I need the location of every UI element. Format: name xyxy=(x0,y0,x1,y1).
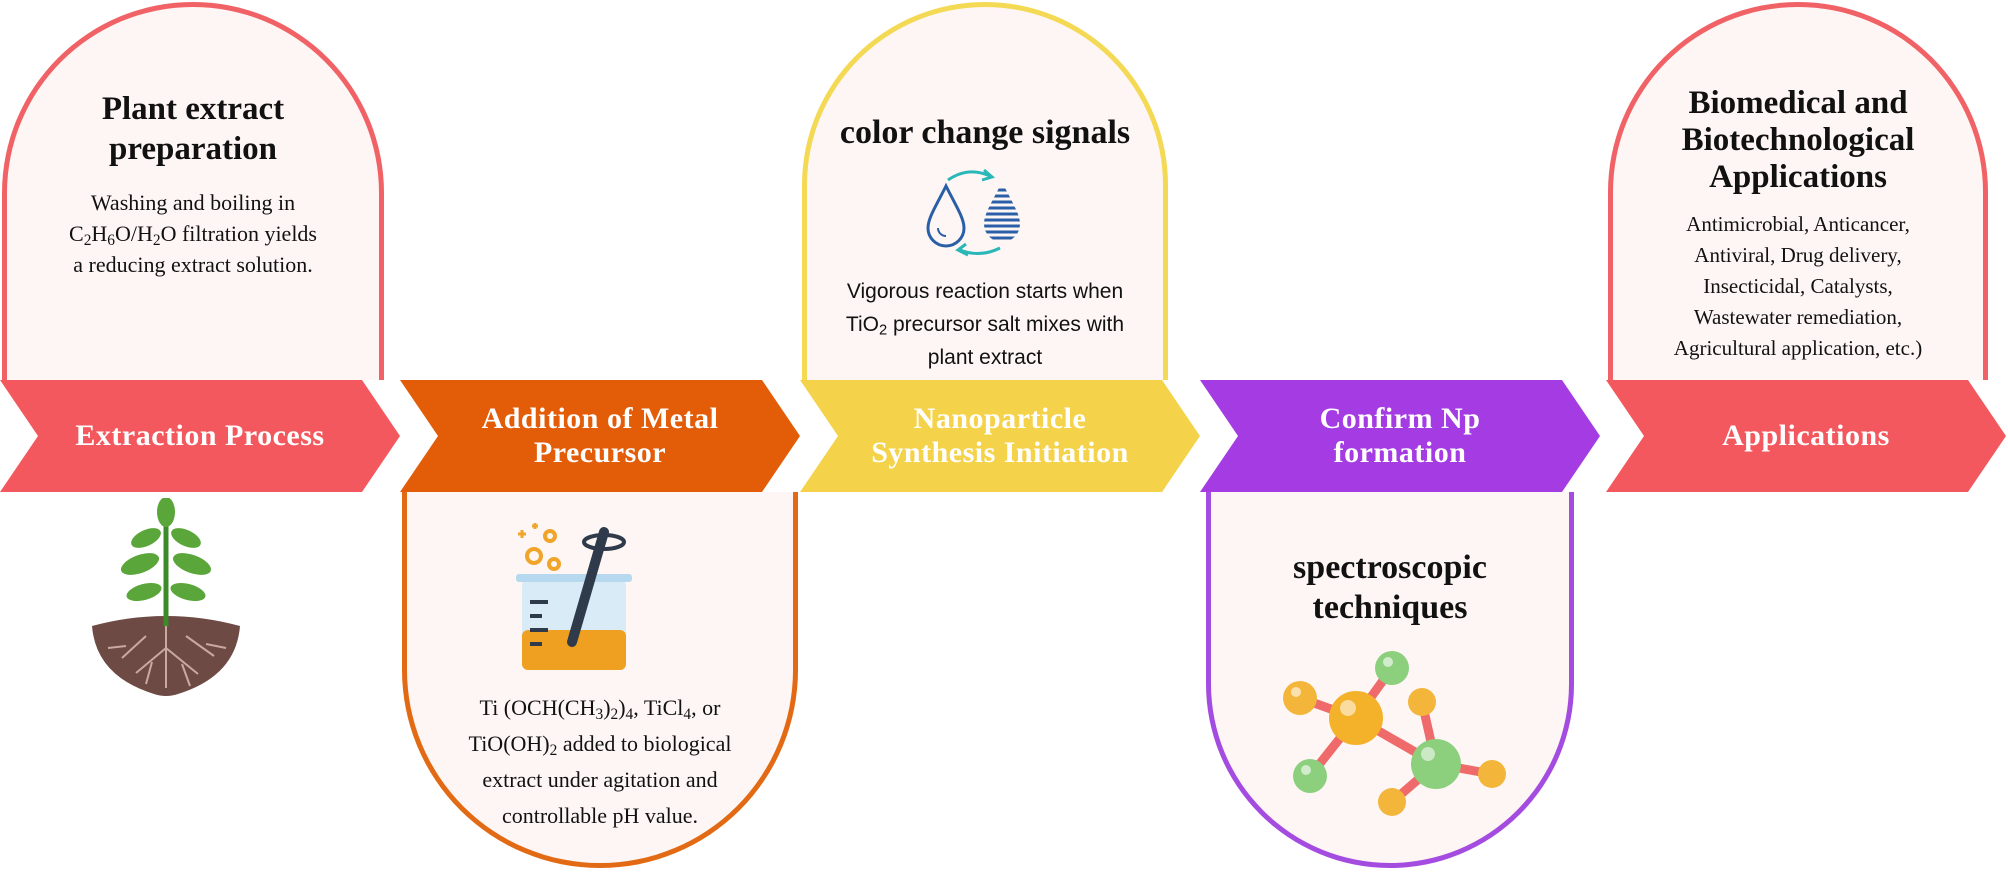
arrow-shape-3 xyxy=(800,380,1200,492)
card-text-line-1: Washing and boiling in xyxy=(90,190,296,215)
text-fragment: O/H xyxy=(114,221,153,246)
subscript: 2 xyxy=(83,231,92,249)
color-change-drops-icon xyxy=(926,168,1020,257)
arrow-shape-5 xyxy=(1606,380,2006,492)
text-fragment: precursor salt mixes with xyxy=(887,313,1125,336)
card-title-line-2: Biotechnological xyxy=(1681,122,1915,158)
arrow-label-group: Confirm Np formation xyxy=(1320,402,1481,470)
subscript: 2 xyxy=(610,705,619,723)
text-fragment: O filtration yields xyxy=(160,221,317,246)
card-biomedical-applications: Biomedical and Biotechnological Applicat… xyxy=(1608,2,1988,380)
card-title: color change signals xyxy=(839,114,1131,151)
arrow-addition-metal-precursor: Addition of Metal Precursor xyxy=(420,380,780,492)
card-text: Washing and boiling in C2H6O/H2O filtrat… xyxy=(57,187,329,280)
text-fragment: Ti (OCH(CH xyxy=(479,695,596,720)
text-fragment: , TiCl xyxy=(633,695,684,720)
card-text-line-4: controllable pH value. xyxy=(501,803,699,828)
plant-with-roots-icon xyxy=(92,498,240,696)
arrow-confirm-np-formation: Confirm Np formation xyxy=(1220,380,1580,492)
text-fragment: ) xyxy=(618,695,626,720)
card-text: Vigorous reaction starts when TiO2 precu… xyxy=(817,275,1153,374)
card-plant-extract-preparation: Plant extract preparation Washing and bo… xyxy=(2,2,384,380)
arrow-label-group: Nanoparticle Synthesis Initiation xyxy=(871,402,1129,470)
card-title-line-1: spectroscopic xyxy=(1293,549,1487,586)
card-title-line-1: Biomedical and xyxy=(1688,85,1908,121)
arrow-label: Extraction Process xyxy=(75,419,325,452)
arrow-nanoparticle-synthesis: Nanoparticle Synthesis Initiation xyxy=(820,380,1180,492)
arrow-label: Applications xyxy=(1722,419,1890,452)
text-fragment: C xyxy=(69,221,84,246)
text-fragment: , or xyxy=(691,695,721,720)
card-text-line-1: Antimicrobial, Anticancer, xyxy=(1686,212,1910,236)
card-text-line-3: extract under agitation and xyxy=(482,767,718,792)
card-text-line-5: Agricultural application, etc.) xyxy=(1673,336,1923,360)
card-text-line-2: C2H6O/H2O filtration yields xyxy=(57,218,329,249)
card-title-line-2: techniques xyxy=(1312,589,1468,626)
card-text-line-1: Vigorous reaction starts when xyxy=(846,280,1124,303)
arrow-band xyxy=(0,380,2006,492)
arrow-label-group: Addition of Metal Precursor xyxy=(482,402,719,470)
arrow-label-line-2: Precursor xyxy=(533,436,667,469)
card-text-line-4: Wastewater remediation, xyxy=(1693,305,1903,329)
text-fragment: TiO xyxy=(845,313,879,336)
card-text-line-2: TiO2 precursor salt mixes with xyxy=(817,308,1153,341)
subscript: 2 xyxy=(152,231,161,249)
arrow-label-line-1: Confirm Np xyxy=(1319,402,1481,435)
arrow-label-line-2: Synthesis Initiation xyxy=(871,436,1129,469)
card-text: Antimicrobial, Anticancer, Antiviral, Dr… xyxy=(1649,209,1947,364)
arrow-shape-4 xyxy=(1200,380,1600,492)
beaker-stirring-icon xyxy=(516,523,632,670)
subscript: 4 xyxy=(683,705,692,723)
subscript: 2 xyxy=(549,741,558,759)
subscript: 3 xyxy=(595,705,604,723)
card-text-line-1: Ti (OCH(CH3)2)4, TiCl4, or xyxy=(435,690,765,726)
text-fragment: added to biological xyxy=(557,731,732,756)
card-title: Plant extract preparation xyxy=(101,91,285,167)
card-title: Biomedical and Biotechnological Applicat… xyxy=(1613,85,1983,196)
arrow-label-line-2: formation xyxy=(1333,436,1467,469)
arrow-applications: Applications xyxy=(1626,380,1986,492)
card-title-line-3: Applications xyxy=(1709,159,1887,195)
card-text-line-2: TiO(OH)2 added to biological xyxy=(435,726,765,762)
card-text: Ti (OCH(CH3)2)4, TiCl4, or TiO(OH)2 adde… xyxy=(435,690,765,834)
card-text-line-3: plant extract xyxy=(927,346,1043,369)
arrow-shape-2 xyxy=(400,380,800,492)
subscript: 4 xyxy=(625,705,634,723)
card-title: spectroscopic techniques xyxy=(1211,548,1569,628)
card-text-line-3: a reducing extract solution. xyxy=(73,252,313,277)
arrow-label-line-1: Nanoparticle xyxy=(913,402,1087,435)
subscript: 6 xyxy=(107,231,115,249)
card-text-line-3: Insecticidal, Catalysts, xyxy=(1703,274,1893,298)
subscript: 2 xyxy=(878,322,888,339)
arrow-extraction-process: Extraction Process xyxy=(20,380,380,492)
text-fragment: H xyxy=(91,221,108,246)
card-text-line-2: Antiviral, Drug delivery, xyxy=(1694,243,1902,267)
text-fragment: TiO(OH) xyxy=(468,731,550,756)
text-fragment: ) xyxy=(603,695,611,720)
card-color-change-signals: color change signals Vigorous reaction s… xyxy=(802,2,1168,380)
arrow-label-line-1: Addition of Metal xyxy=(481,402,719,435)
molecule-icon xyxy=(1283,651,1506,816)
arrow-shape-1 xyxy=(0,380,400,492)
